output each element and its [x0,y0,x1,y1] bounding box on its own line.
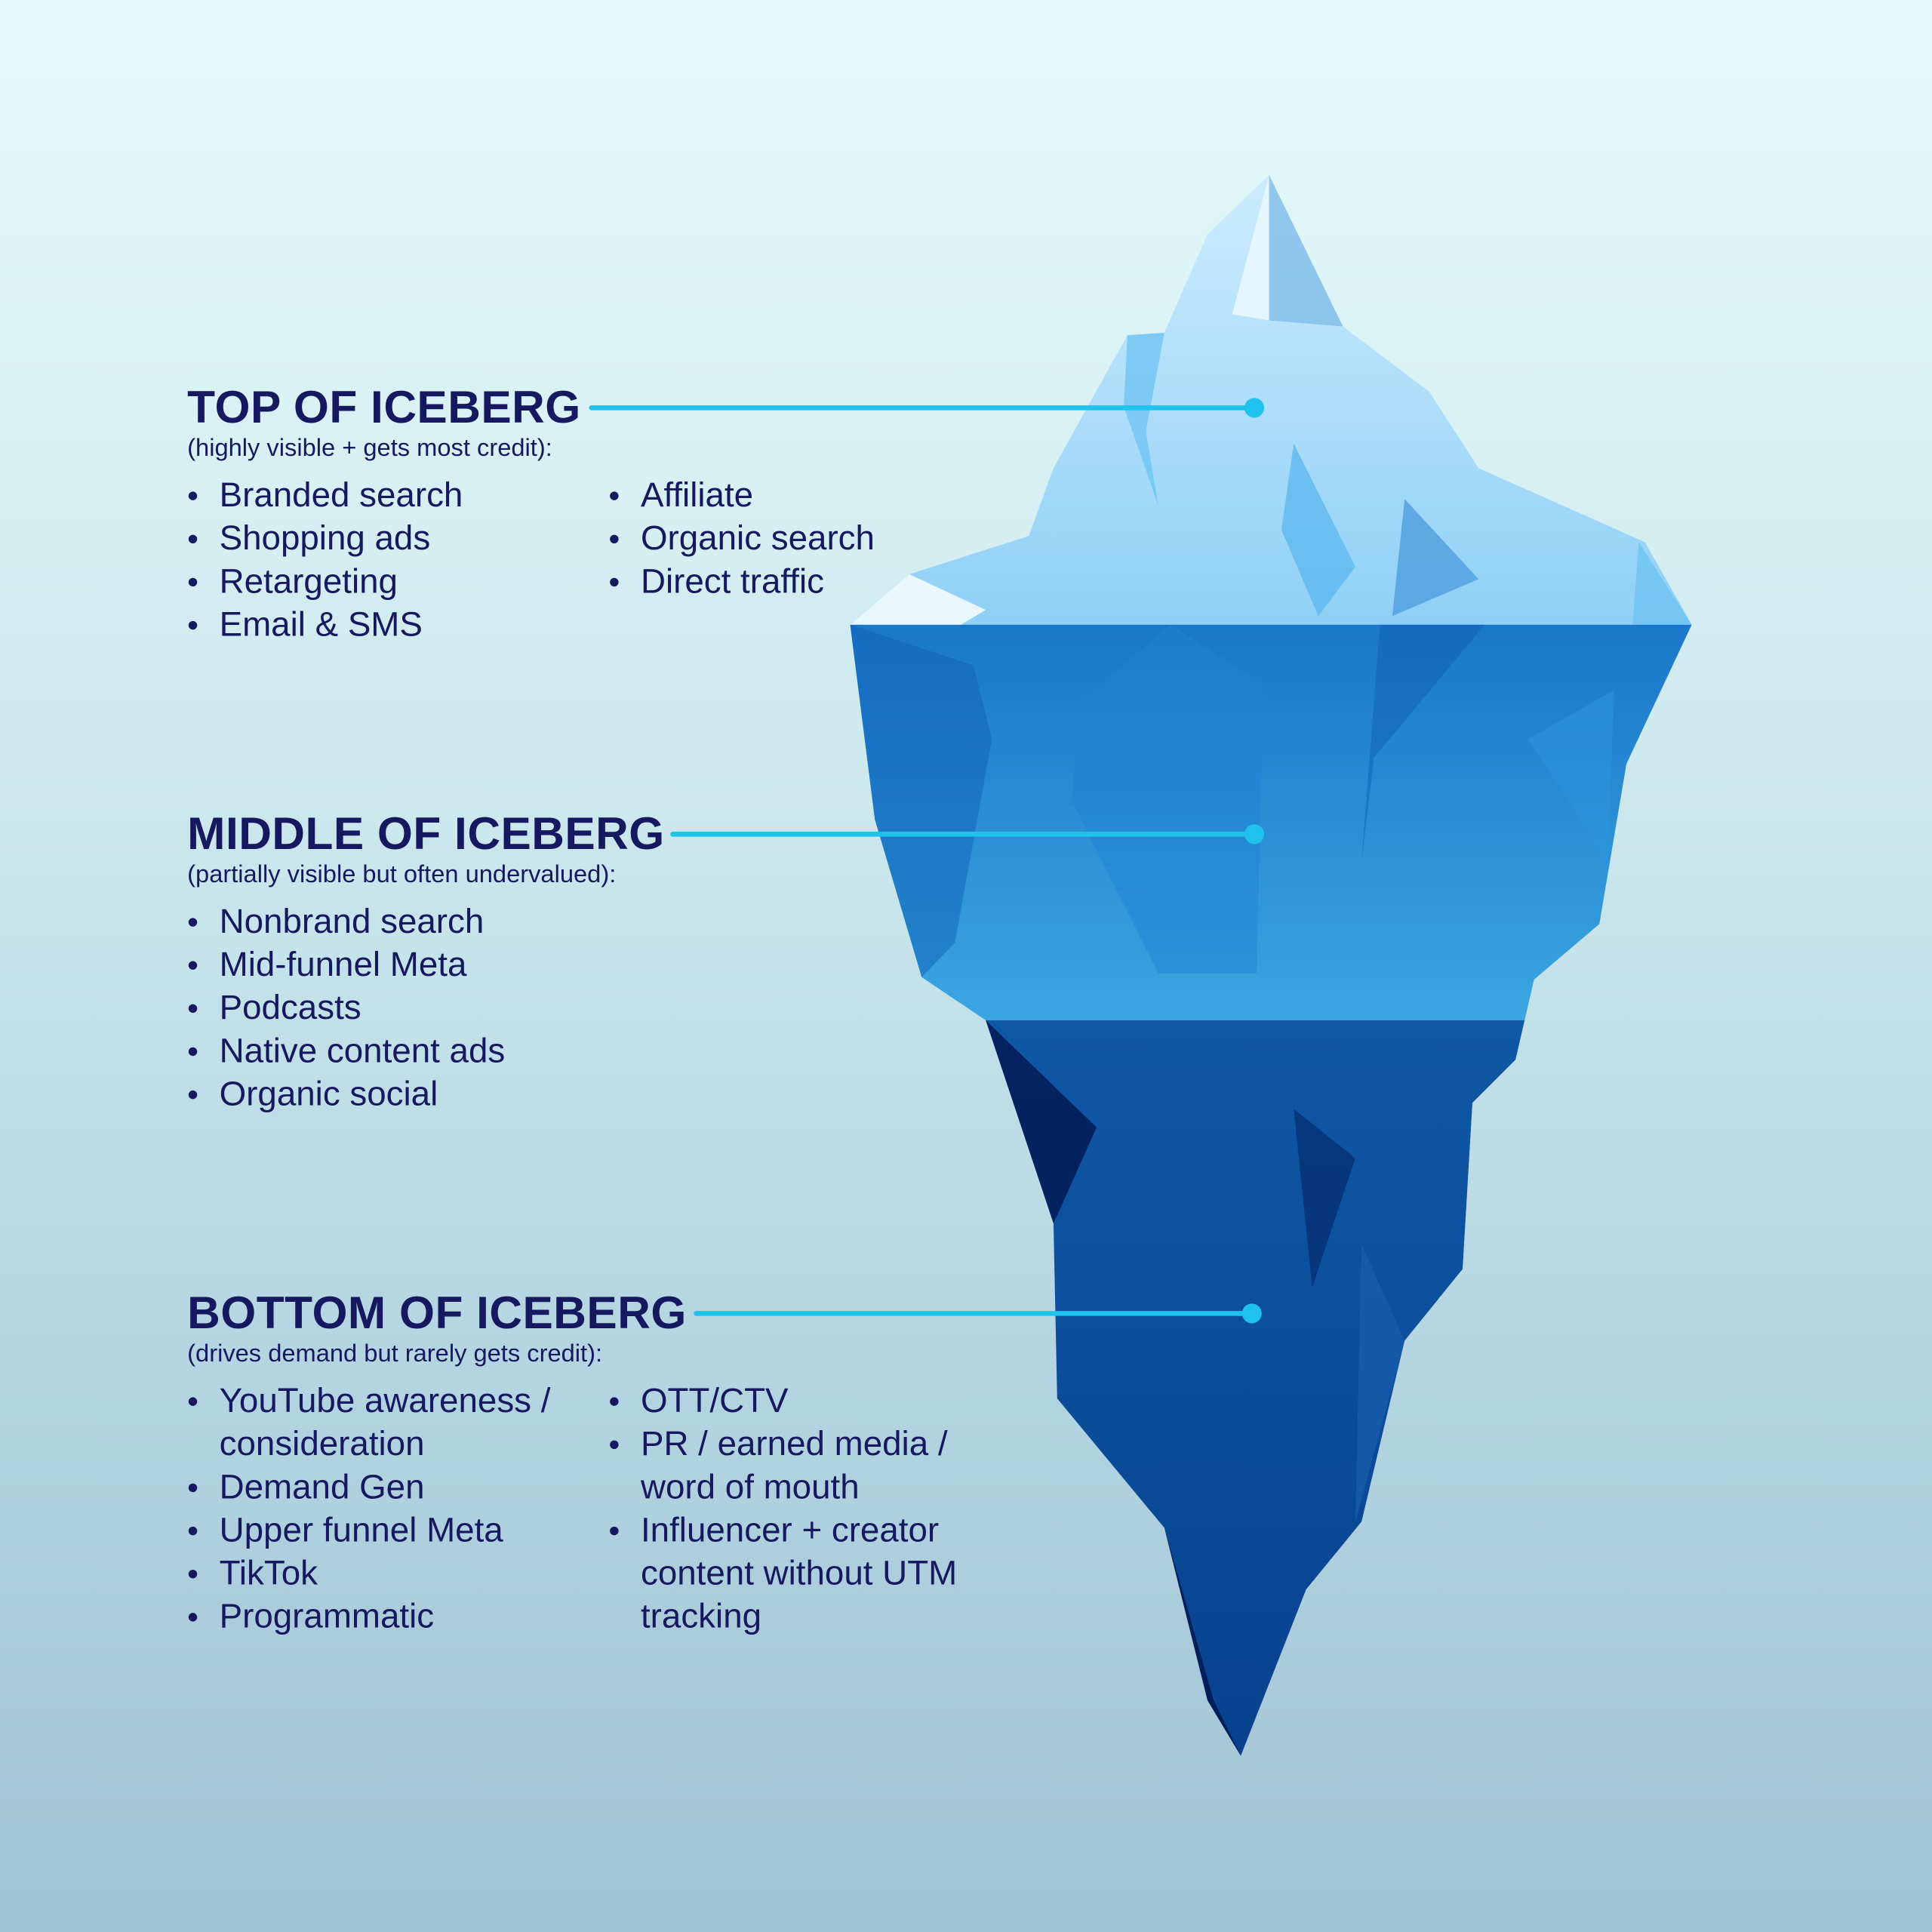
middle-connector-line [670,832,1255,837]
middle-connector-dot [1244,824,1265,844]
top-section: TOP OF ICEBERG (highly visible + gets mo… [187,384,875,645]
middle-subtitle: (partially visible but often undervalued… [187,861,617,889]
bottom-heading: BOTTOM OF ICEBERG [187,1287,687,1339]
middle-heading: MIDDLE OF ICEBERG [187,808,665,859]
list-item: Email & SMS [187,602,608,645]
top-connector-line [589,405,1255,411]
list-item: Nonbrand search [187,900,608,943]
list-item: Native content ads [187,1029,608,1072]
top-connector-dot [1244,398,1265,418]
list-item: Influencer + creator content without UTM… [609,1508,992,1637]
list-item: TikTok [187,1552,608,1595]
list-item: Retargeting [187,559,608,602]
list-item: Mid-funnel Meta [187,943,608,986]
list-item: YouTube awareness / consideration [187,1379,577,1465]
bottom-connector-line [694,1311,1252,1316]
list-item: Branded search [187,473,608,516]
list-item: Shopping ads [187,516,608,559]
list-item: Podcasts [187,986,608,1029]
list-item: Programmatic [187,1595,608,1638]
top-list-1: Branded search Shopping ads Retargeting … [187,473,608,646]
bottom-list-2: OTT/CTV PR / earned media / word of mout… [609,1379,992,1638]
top-list-2: Affiliate Organic search Direct traffic [609,473,875,646]
list-item: PR / earned media / word of mouth [609,1422,974,1508]
bottom-connector-dot [1241,1303,1262,1324]
list-item: Affiliate [609,473,875,516]
list-item: Upper funnel Meta [187,1508,608,1551]
list-item: OTT/CTV [609,1379,992,1422]
bottom-subtitle: (drives demand but rarely gets credit): [187,1340,603,1368]
list-item: Direct traffic [609,559,875,602]
middle-section: MIDDLE OF ICEBERG (partially visible but… [187,808,665,1115]
iceberg-middle [850,624,1692,1020]
middle-list: Nonbrand search Mid-funnel Meta Podcasts… [187,900,608,1115]
list-item: Organic search [609,516,875,559]
top-subtitle: (highly visible + gets most credit): [187,435,552,463]
list-item: Demand Gen [187,1465,608,1508]
list-item: Organic social [187,1072,608,1115]
top-heading: TOP OF ICEBERG [187,382,581,433]
bottom-section: BOTTOM OF ICEBERG (drives demand but rar… [187,1290,992,1637]
bottom-list-1: YouTube awareness / consideration Demand… [187,1379,608,1638]
